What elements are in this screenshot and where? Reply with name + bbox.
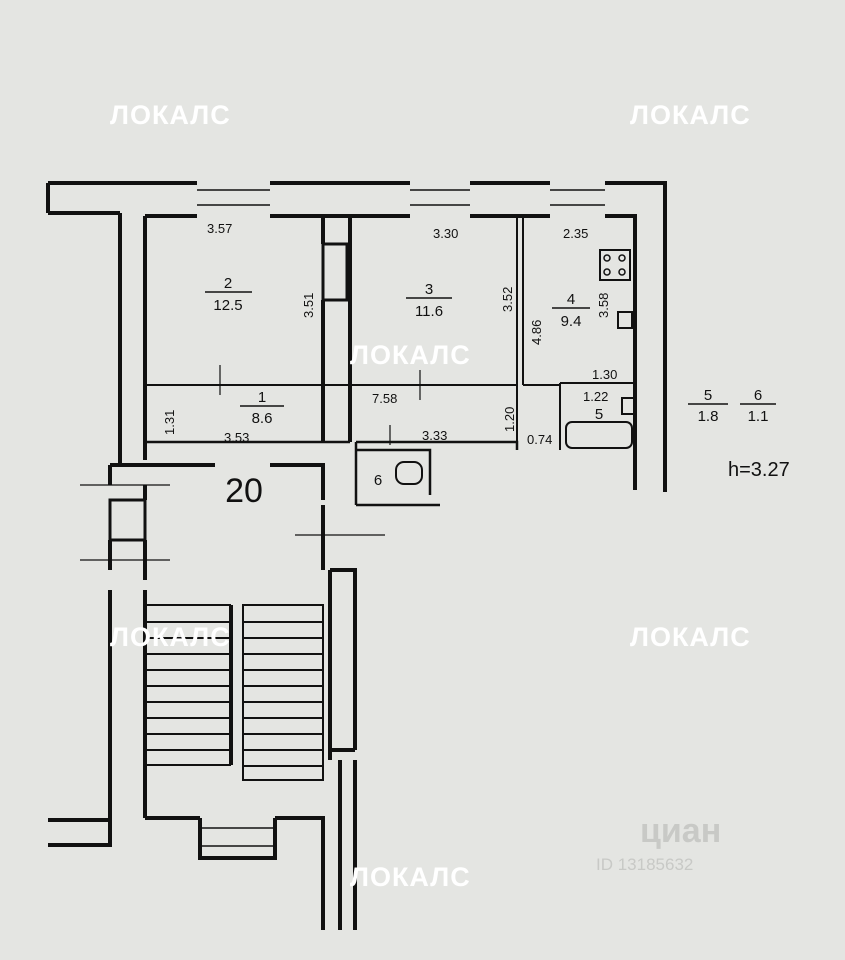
dim-3-58: 3.58	[596, 293, 611, 318]
stair-number: 20	[225, 472, 263, 510]
wall-room2	[321, 216, 352, 442]
legend-6-area: 1.1	[748, 408, 769, 425]
wall-left	[46, 183, 147, 465]
room-3-num: 3	[425, 281, 433, 298]
dim-1-31: 1.31	[162, 410, 177, 435]
dim-3-57: 3.57	[207, 221, 232, 236]
dim-1-20: 1.20	[502, 407, 517, 432]
wall-room3	[516, 216, 524, 450]
room-2-num: 2	[224, 275, 232, 292]
room-4-area: 9.4	[561, 313, 582, 330]
room-4-num: 4	[567, 291, 575, 308]
dim-3-52: 3.52	[500, 287, 515, 312]
dim-4-86: 4.86	[529, 320, 544, 345]
bath-wall	[523, 382, 635, 450]
dim-1-22: 1.22	[583, 389, 608, 404]
legend-5-area: 1.8	[698, 408, 719, 425]
sink	[621, 397, 635, 415]
cian-mark: циан	[640, 812, 721, 850]
legend-6-num: 6	[754, 387, 762, 404]
toilet	[395, 461, 423, 485]
watermark: ЛОКАЛС	[630, 622, 751, 652]
cian-id: ID 13185632	[596, 855, 693, 874]
watermark: ЛОКАЛС	[630, 100, 751, 130]
dim-3-53: 3.53	[224, 430, 249, 445]
labels: 3.57 3.30 2.35 3.51 3.52 3.58 4.86 1.30 …	[162, 221, 790, 874]
watermark: ЛОКАЛС	[350, 340, 471, 370]
watermark: ЛОКАЛС	[110, 622, 231, 652]
dim-0-74: 0.74	[527, 432, 552, 447]
bathtub	[565, 421, 633, 449]
room-6-num: 6	[374, 472, 382, 489]
ceiling-height: h=3.27	[728, 459, 790, 481]
wc-wall	[356, 448, 440, 507]
corridor-bottom	[145, 440, 519, 505]
niche	[321, 242, 349, 302]
dim-3-51: 3.51	[301, 293, 316, 318]
dim-1-30: 1.30	[592, 367, 617, 382]
stair-bottom	[48, 816, 325, 930]
stair-column	[108, 498, 147, 542]
kitchen-sink	[617, 311, 633, 329]
watermark: ЛОКАЛС	[110, 100, 231, 130]
stove	[599, 249, 631, 281]
dim-3-30: 3.30	[433, 226, 458, 241]
wall-top-inner	[48, 211, 637, 490]
room-3-area: 11.6	[415, 303, 443, 320]
watermark: ЛОКАЛС	[350, 862, 471, 892]
room-1-num: 1	[258, 389, 266, 406]
wall-top	[48, 181, 667, 492]
room-2-area: 12.5	[213, 297, 242, 314]
dim-2-35: 2.35	[563, 226, 588, 241]
legend-5-num: 5	[704, 387, 712, 404]
dim-7-58: 7.58	[372, 391, 397, 406]
room-1-area: 8.6	[252, 410, 273, 427]
windows	[197, 189, 605, 847]
dim-3-33: 3.33	[422, 428, 447, 443]
room-5-num: 5	[595, 406, 603, 423]
stair-flights	[144, 604, 324, 781]
section-ticks	[80, 365, 421, 561]
